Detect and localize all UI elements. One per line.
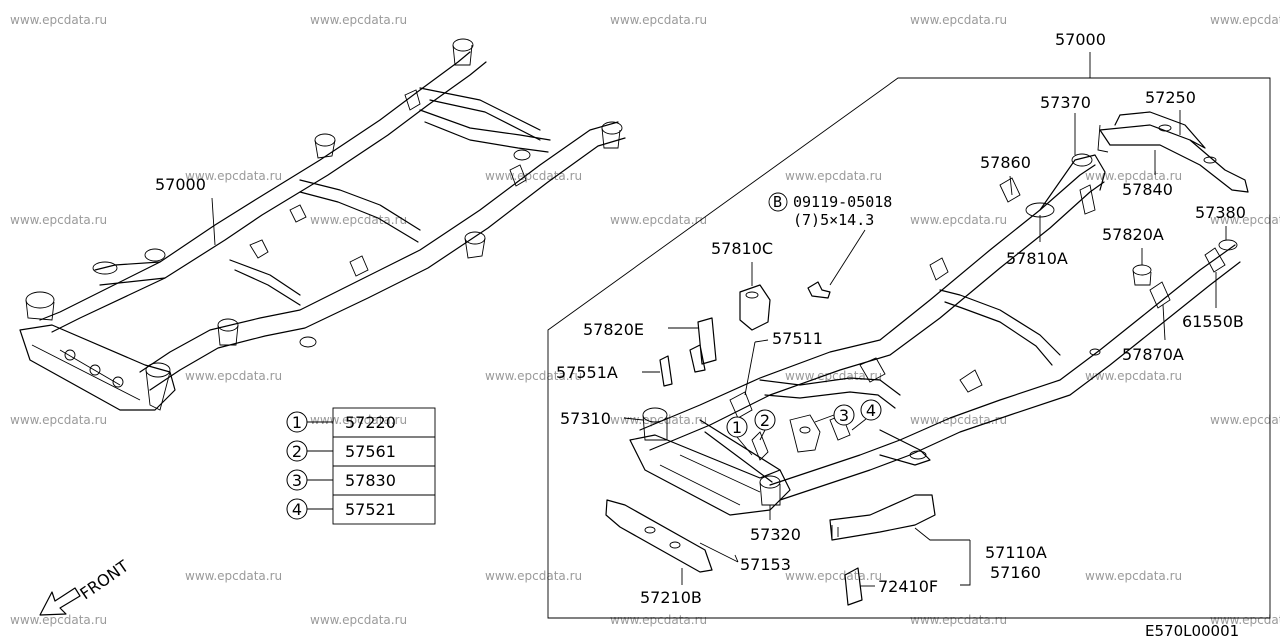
label-57000-overview: 57000: [155, 175, 206, 194]
watermark: www.epcdata.ru: [1210, 613, 1280, 627]
watermark: www.epcdata.ru: [310, 13, 407, 27]
watermark: www.epcdata.ru: [310, 613, 407, 627]
watermark: www.epcdata.ru: [485, 369, 582, 383]
front-direction-indicator: FRONT: [39, 556, 132, 616]
watermark: www.epcdata.ru: [10, 213, 107, 227]
legend-num-2: 2: [292, 442, 302, 461]
watermark: www.epcdata.ru: [610, 13, 707, 27]
callout-num-3: 3: [839, 406, 849, 425]
bolt-part-number: 09119-05018: [793, 193, 892, 211]
watermark: www.epcdata.ru: [785, 169, 882, 183]
label-57810C: 57810C: [711, 239, 773, 258]
exploded-view: 57000: [547, 30, 1271, 619]
legend-num-1: 1: [292, 413, 302, 432]
label-57860: 57860: [980, 153, 1031, 172]
watermark: www.epcdata.ru: [485, 569, 582, 583]
label-57153: 57153: [740, 555, 791, 574]
bolt-marker-circle: [768, 192, 788, 212]
label-57810A: 57810A: [1006, 249, 1068, 268]
watermark: www.epcdata.ru: [485, 169, 582, 183]
watermark: www.epcdata.ru: [910, 213, 1007, 227]
label-57000-exploded: 57000: [1055, 30, 1106, 49]
front-label: FRONT: [76, 556, 132, 603]
watermark: www.epcdata.ru: [785, 369, 882, 383]
label-57380: 57380: [1195, 203, 1246, 222]
watermark: www.epcdata.ru: [185, 569, 282, 583]
callout-legend: 1 57220 2 57561 3 57830 4 57521: [286, 407, 436, 525]
label-57210B: 57210B: [640, 588, 702, 607]
watermarks: www.epcdata.ru www.epcdata.ru www.epcdat…: [10, 13, 1280, 627]
label-57870A: 57870A: [1122, 345, 1184, 364]
label-57551A: 57551A: [556, 363, 618, 382]
label-57370: 57370: [1040, 93, 1091, 112]
label-57110A: 57110A: [985, 543, 1047, 562]
watermark: www.epcdata.ru: [10, 413, 107, 427]
callout-num-2: 2: [760, 411, 770, 430]
bolt-marker: B: [773, 193, 782, 211]
front-arrow-icon: [39, 587, 81, 616]
bolt-spec: (7)5×14.3: [793, 211, 874, 229]
label-57511: 57511: [772, 329, 823, 348]
watermark: www.epcdata.ru: [1085, 169, 1182, 183]
legend-part-3: 57830: [345, 471, 396, 490]
label-57840: 57840: [1122, 180, 1173, 199]
legend-part-1: 57220: [345, 413, 396, 432]
diagram-code: E570L00001: [1145, 622, 1239, 640]
watermark: www.epcdata.ru: [910, 13, 1007, 27]
watermark: www.epcdata.ru: [785, 569, 882, 583]
watermark: www.epcdata.ru: [610, 413, 707, 427]
watermark: www.epcdata.ru: [185, 169, 282, 183]
label-57320: 57320: [750, 525, 801, 544]
watermark: www.epcdata.ru: [10, 13, 107, 27]
watermark: www.epcdata.ru: [1085, 369, 1182, 383]
watermark: www.epcdata.ru: [1210, 13, 1280, 27]
label-57310: 57310: [560, 409, 611, 428]
legend-part-2: 57561: [345, 442, 396, 461]
watermark: www.epcdata.ru: [910, 413, 1007, 427]
frame-assembly-overview: 57000: [19, 38, 626, 411]
watermark: www.epcdata.ru: [10, 613, 107, 627]
watermark: www.epcdata.ru: [910, 613, 1007, 627]
watermark: www.epcdata.ru: [185, 369, 282, 383]
label-57250: 57250: [1145, 88, 1196, 107]
label-72410F: 72410F: [878, 577, 938, 596]
callout-num-1: 1: [732, 418, 742, 437]
legend-num-3: 3: [292, 471, 302, 490]
watermark: www.epcdata.ru: [1085, 569, 1182, 583]
watermark: www.epcdata.ru: [610, 613, 707, 627]
label-57160: 57160: [990, 563, 1041, 582]
legend-num-4: 4: [292, 500, 302, 519]
legend-part-4: 57521: [345, 500, 396, 519]
watermark: www.epcdata.ru: [610, 213, 707, 227]
watermark: www.epcdata.ru: [1210, 413, 1280, 427]
watermark: www.epcdata.ru: [310, 213, 407, 227]
label-61550B: 61550B: [1182, 312, 1244, 331]
watermark: www.epcdata.ru: [310, 413, 407, 427]
callout-num-4: 4: [866, 401, 876, 420]
label-57820A: 57820A: [1102, 225, 1164, 244]
label-57820E: 57820E: [583, 320, 644, 339]
callout-circle-4: [860, 399, 882, 421]
watermark: www.epcdata.ru: [1210, 213, 1280, 227]
